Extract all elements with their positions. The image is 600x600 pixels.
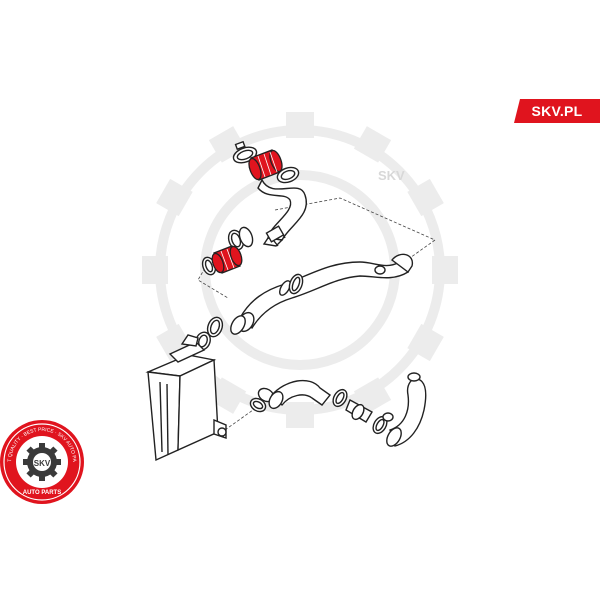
- watermark-gear-tooth: [208, 377, 247, 414]
- watermark-gear-tooth: [286, 112, 314, 138]
- seal-gear-tooth: [39, 443, 45, 449]
- seal-ring-text: BEST QUALITY · BEST PRICE · SKV AUTO PAR…: [0, 0, 77, 463]
- skv-seal-logo: SKV BEST QUALITY · BEST PRICE · SKV AUTO…: [0, 0, 84, 504]
- watermark-gear-tooth: [407, 178, 444, 217]
- watermark-gear-tooth: [353, 377, 392, 414]
- watermark-gear-tooth: [286, 402, 314, 428]
- seal-center-text: SKV: [34, 459, 51, 468]
- seal-gear-tooth: [23, 459, 29, 465]
- intercooler: [145, 334, 227, 462]
- seal-gear-tooth: [55, 459, 61, 465]
- upper-coupling-sleeve: [248, 149, 283, 181]
- watermark-gear-tooth: [407, 323, 444, 362]
- upper-clamp-2: [276, 166, 300, 184]
- watermark-gear-tooth: [353, 126, 392, 163]
- brand-badge-shape: [514, 99, 600, 123]
- seal-inner-line: [3, 423, 81, 501]
- watermark-gear-tooth: [142, 256, 168, 284]
- lower-coupling-sleeve: [211, 245, 243, 274]
- lower-hose-assembly: [249, 372, 427, 447]
- watermark-gear-tooth: [156, 178, 193, 217]
- watermark-text: SKV: [378, 168, 405, 183]
- leader-line-upper-left: [197, 267, 229, 299]
- brand-badge-label: SKV.PL: [531, 103, 583, 119]
- watermark-gear-tooth: [432, 256, 458, 284]
- seal-bottom-text: AUTO PARTS: [23, 490, 61, 496]
- seal-gear-tooth: [39, 475, 45, 481]
- watermark-gear-teeth: [142, 112, 458, 428]
- charge-air-pipe: [230, 253, 414, 335]
- seal-gear-hub: [33, 453, 51, 471]
- pipe-clamps: [195, 273, 304, 351]
- upper-elbow-pipe: [257, 178, 308, 247]
